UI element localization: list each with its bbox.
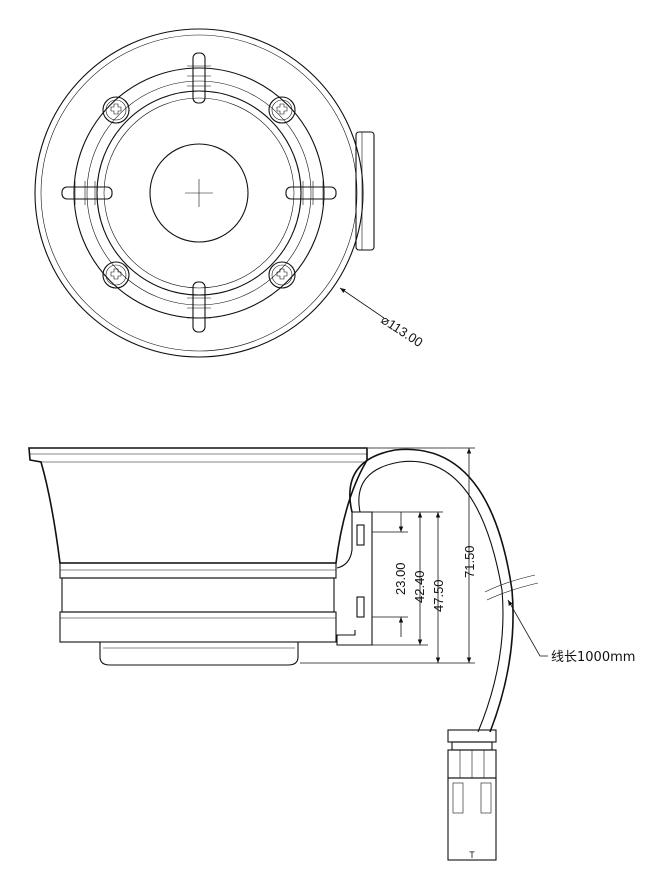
svg-text:23.00: 23.00 — [393, 562, 408, 595]
side-bracket — [336, 511, 373, 646]
bracket-tab-lower — [356, 596, 365, 618]
svg-text:71.50: 71.50 — [462, 545, 477, 578]
body-band-upper — [59, 562, 337, 579]
connector: T — [447, 729, 497, 861]
dimension-71-50: 71.50 — [462, 448, 477, 663]
clip-right — [285, 181, 337, 205]
inner-ring — [96, 90, 302, 296]
side-view: T 23.00 42.40 47.50 71.50 — [28, 447, 635, 861]
dimension-42-40: 42.40 — [412, 512, 427, 645]
top-view: ⌀113.00 — [34, 28, 426, 358]
base-cap — [99, 642, 299, 666]
svg-text:47.50: 47.50 — [431, 579, 446, 612]
clip-bottom — [187, 281, 211, 333]
cable-break — [484, 574, 536, 593]
dimension-47-50: 47.50 — [431, 512, 446, 663]
screw-bottom-right — [268, 261, 296, 289]
horn-body — [28, 447, 368, 564]
cable-length-leader — [507, 599, 548, 657]
diameter-label: ⌀113.00 — [378, 312, 425, 350]
outer-rim — [34, 28, 364, 358]
svg-text:42.40: 42.40 — [412, 570, 427, 603]
clip-left — [61, 181, 113, 205]
clip-top — [187, 52, 211, 104]
body-band-lower — [59, 611, 337, 643]
screw-top-right — [268, 96, 296, 124]
screw-bottom-left — [102, 261, 130, 289]
body-band-middle — [61, 577, 335, 613]
bracket-tab-upper — [356, 524, 365, 546]
center-dome — [149, 143, 249, 243]
connector-mark: T — [469, 850, 475, 860]
dimension-23: 23.00 — [393, 512, 408, 637]
cable-length-note: 线长1000mm — [551, 650, 635, 665]
screw-top-left — [102, 96, 130, 124]
diameter-leader — [339, 287, 385, 319]
mounting-bracket — [355, 131, 375, 251]
cable — [349, 448, 514, 733]
